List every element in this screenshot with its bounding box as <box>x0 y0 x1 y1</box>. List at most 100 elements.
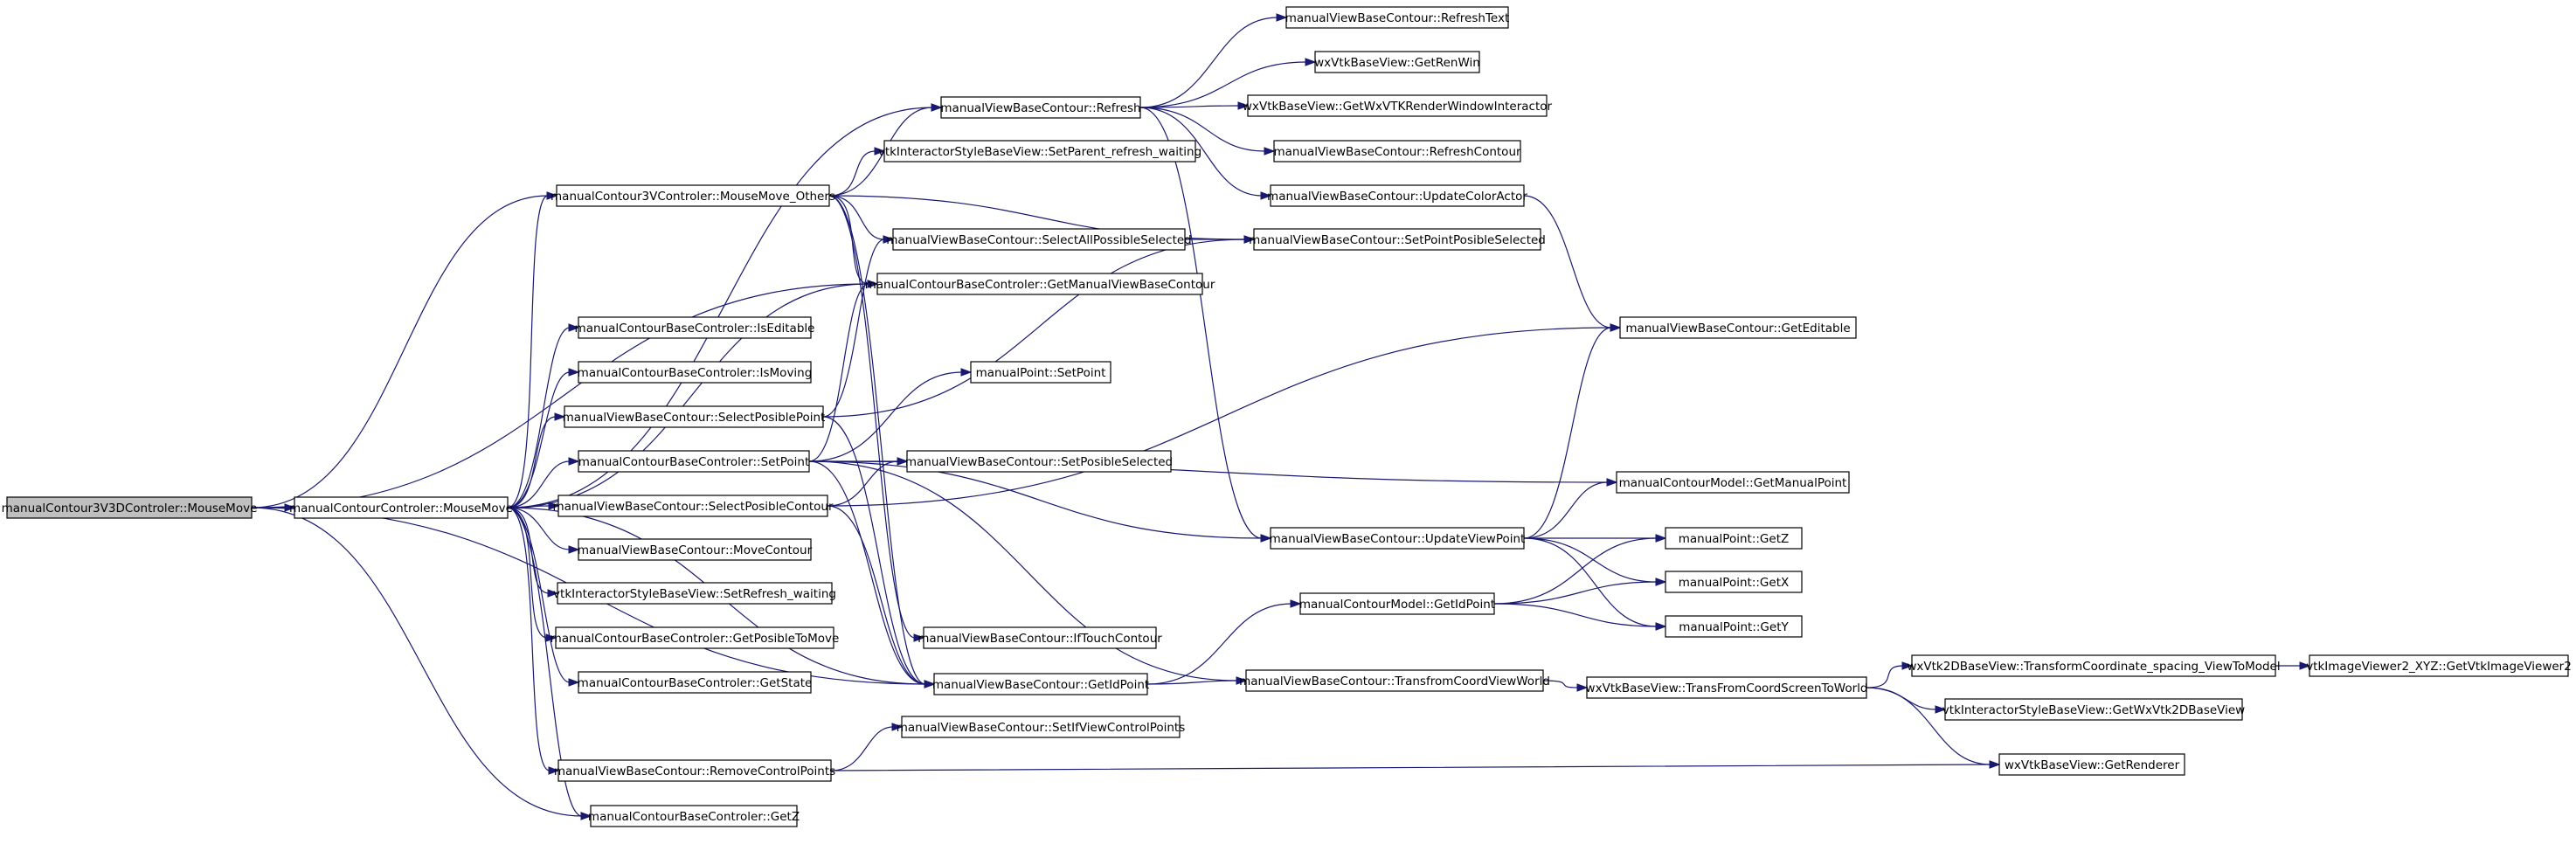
node-box[interactable] <box>555 626 834 649</box>
node-box[interactable] <box>1911 654 2276 677</box>
node-manualviewbasecontour-refreshtext[interactable]: manualViewBaseContour::RefreshText <box>1285 6 1510 29</box>
node-manualcontourbasecontroler-ismoving[interactable]: manualContourBaseControler::IsMoving <box>578 361 813 384</box>
node-box[interactable] <box>1270 184 1525 207</box>
node-box[interactable] <box>892 228 1186 251</box>
node-box[interactable] <box>1299 592 1495 615</box>
node-manualviewbasecontour-updateviewpoint[interactable]: manualViewBaseContour::UpdateViewPoint <box>1270 527 1526 550</box>
node-vtkimageviewer2-xyz-getvtkimageviewer2[interactable]: vtkImageViewer2_XYZ::GetVtkImageViewer2 <box>2306 654 2572 677</box>
node-box[interactable] <box>578 361 812 384</box>
node-wxvtkbaseview-transfromcoordscreentoworld[interactable]: wxVtkBaseView::TransFromCoordScreenToWor… <box>1586 676 1868 699</box>
node-box[interactable] <box>1665 571 1803 593</box>
node-box[interactable] <box>578 316 812 339</box>
node-manualviewbasecontour-getidpoint[interactable]: manualViewBaseContour::GetIdPoint <box>932 673 1149 695</box>
node-box[interactable] <box>1285 6 1509 29</box>
node-box[interactable] <box>1314 51 1480 73</box>
node-box[interactable] <box>557 759 832 782</box>
node-manualviewbasecontour-transfromcoordviewworld[interactable]: manualViewBaseContour::TransfromCoordVie… <box>1239 669 1550 692</box>
node-manualcontourmodel-getidpoint[interactable]: manualContourModel::GetIdPoint <box>1299 592 1495 615</box>
node-manualviewbasecontour-setifviewcontrolpoints[interactable]: manualViewBaseContour::SetIfViewControlP… <box>897 716 1186 738</box>
node-box[interactable] <box>557 582 833 605</box>
node-manualviewbasecontour-updatecoloractor[interactable]: manualViewBaseContour::UpdateColorActor <box>1267 184 1527 207</box>
node-manualcontourcontroler-mousemove[interactable]: manualContourControler::MouseMove <box>289 496 513 519</box>
node-box[interactable] <box>564 405 824 428</box>
edge-n37-to-n40 <box>1866 687 1991 765</box>
node-label: manualViewBaseContour::UpdateColorActor <box>1267 190 1527 204</box>
node-box[interactable] <box>883 140 1196 163</box>
node-manualcontourbasecontroler-getposibletomove[interactable]: manualContourBaseControler::GetPosibleTo… <box>551 626 840 649</box>
node-manualcontourbasecontroler-getstate[interactable]: manualContourBaseControler::GetState <box>578 671 813 694</box>
node-manualviewbasecontour-movecontour[interactable]: manualViewBaseContour::MoveContour <box>578 538 813 561</box>
node-box[interactable] <box>578 450 810 473</box>
node-box[interactable] <box>906 450 1172 473</box>
node-box[interactable] <box>940 96 1141 119</box>
node-box[interactable] <box>1616 471 1850 494</box>
node-label: manualContourBaseControler::GetPosibleTo… <box>551 632 840 646</box>
node-manualpoint-gety[interactable]: manualPoint::GetY <box>1665 615 1803 638</box>
node-manualviewbasecontour-selectallpossibleselected[interactable]: manualViewBaseContour::SelectAllPossible… <box>886 228 1192 251</box>
node-box[interactable] <box>1270 527 1525 550</box>
node-box[interactable] <box>923 626 1157 649</box>
node-wxvtkbaseview-getrenderer[interactable]: wxVtkBaseView::GetRenderer <box>1998 753 2185 776</box>
node-manualcontourmodel-getmanualpoint[interactable]: manualContourModel::GetManualPoint <box>1616 471 1850 494</box>
node-box[interactable] <box>1665 615 1803 638</box>
node-box[interactable] <box>590 805 798 827</box>
node-manualviewbasecontour-iftouchcontour[interactable]: manualViewBaseContour::IfTouchContour <box>918 626 1162 649</box>
node-box[interactable] <box>2309 654 2569 677</box>
node-box[interactable] <box>901 716 1181 738</box>
node-box[interactable] <box>1253 228 1541 251</box>
node-box[interactable] <box>6 496 253 519</box>
node-vtkinteractorstylebaseview-setparent-refresh-waiting[interactable]: vtkInteractorStyleBaseView::SetParent_re… <box>878 140 1201 163</box>
node-box[interactable] <box>970 361 1111 384</box>
node-vtkinteractorstylebaseview-setrefresh-waiting[interactable]: vtkInteractorStyleBaseView::SetRefresh_w… <box>553 582 836 605</box>
node-manualpoint-getz[interactable]: manualPoint::GetZ <box>1665 527 1803 550</box>
node-manualviewbasecontour-geteditable[interactable]: manualViewBaseContour::GetEditable <box>1619 316 1857 339</box>
node-manualviewbasecontour-setpointposibleselected[interactable]: manualViewBaseContour::SetPointPosibleSe… <box>1249 228 1546 251</box>
node-manualviewbasecontour-refresh[interactable]: manualViewBaseContour::Refresh <box>940 96 1141 119</box>
edge-n0-to-n5 <box>251 507 583 817</box>
node-manualpoint-setpoint[interactable]: manualPoint::SetPoint <box>970 361 1111 384</box>
edge-n2-to-n17 <box>828 150 876 197</box>
node-wxvtk2dbaseview-transformcoordinate-spacing-viewtomodel[interactable]: wxVtk2DBaseView::TransformCoordinate_spa… <box>1907 654 2281 677</box>
node-box[interactable] <box>578 538 812 561</box>
node-label: wxVtkBaseView::GetRenderer <box>2005 758 2180 772</box>
node-box[interactable] <box>578 671 812 694</box>
node-vtkinteractorstylebaseview-getwxvtk2dbaseview[interactable]: vtkInteractorStyleBaseView::GetWxVtk2DBa… <box>1942 698 2245 721</box>
node-wxvtkbaseview-getwxvtkrenderwindowinteractor[interactable]: wxVtkBaseView::GetWxVTKRenderWindowInter… <box>1243 94 1553 117</box>
node-box[interactable] <box>933 673 1148 695</box>
node-manualcontour3vcontroler-mousemove-others[interactable]: manualContour3VControler::MouseMove_Othe… <box>551 184 835 207</box>
node-label: manualViewBaseContour::RemoveControlPoin… <box>554 764 835 778</box>
node-label: wxVtkBaseView::TransFromCoordScreenToWor… <box>1586 681 1868 695</box>
node-box[interactable] <box>1665 527 1803 550</box>
node-box[interactable] <box>1586 676 1867 699</box>
node-box[interactable] <box>294 496 509 519</box>
node-wxvtkbaseview-getrenwin[interactable]: wxVtkBaseView::GetRenWin <box>1314 51 1480 73</box>
edge-n4-to-n35 <box>1146 603 1292 685</box>
arrowhead-n16-to-n24 <box>1276 13 1288 22</box>
node-manualcontour3v3dcontroler-mousemove[interactable]: manualContour3V3DControler::MouseMove <box>2 496 258 519</box>
node-manualcontourbasecontroler-iseditable[interactable]: manualContourBaseControler::IsEditable <box>575 316 815 339</box>
arrowhead-n37-to-n40 <box>1989 760 2001 769</box>
node-box[interactable] <box>557 495 828 517</box>
node-manualcontourbasecontroler-setpoint[interactable]: manualContourBaseControler::SetPoint <box>578 450 810 473</box>
node-manualcontourbasecontroler-getz[interactable]: manualContourBaseControler::GetZ <box>588 805 800 827</box>
node-box[interactable] <box>1944 698 2243 721</box>
node-manualviewbasecontour-selectposiblepoint[interactable]: manualViewBaseContour::SelectPosiblePoin… <box>563 405 826 428</box>
node-box[interactable] <box>876 273 1203 295</box>
node-manualviewbasecontour-refreshcontour[interactable]: manualViewBaseContour::RefreshContour <box>1273 140 1521 163</box>
node-box[interactable] <box>1273 140 1521 163</box>
node-label: manualViewBaseContour::RefreshContour <box>1273 145 1521 159</box>
node-manualviewbasecontour-removecontrolpoints[interactable]: manualViewBaseContour::RemoveControlPoin… <box>554 759 835 782</box>
node-manualviewbasecontour-selectposiblecontour[interactable]: manualViewBaseContour::SelectPosibleCont… <box>552 495 834 517</box>
node-box[interactable] <box>556 184 830 207</box>
node-label: manualContourBaseControler::IsMoving <box>578 366 813 380</box>
edge-n1-to-n6 <box>507 327 571 508</box>
node-box[interactable] <box>1619 316 1857 339</box>
node-manualviewbasecontour-setposibleselected[interactable]: manualViewBaseContour::SetPosibleSelecte… <box>905 450 1173 473</box>
node-box[interactable] <box>1247 94 1548 117</box>
node-label: manualViewBaseContour::SelectAllPossible… <box>886 233 1192 247</box>
node-manualcontourbasecontroler-getmanualviewbasecontour[interactable]: manualContourBaseControler::GetManualVie… <box>865 273 1215 295</box>
node-box[interactable] <box>1245 669 1544 692</box>
node-box[interactable] <box>1998 753 2185 776</box>
node-manualpoint-getx[interactable]: manualPoint::GetX <box>1665 571 1803 593</box>
